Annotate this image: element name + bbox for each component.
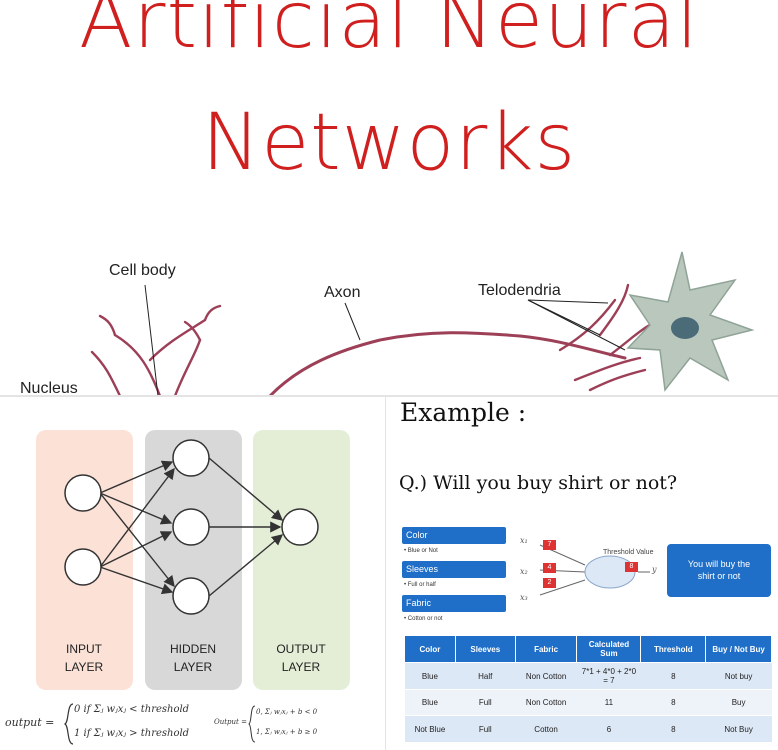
input-layer-label-line2: LAYER xyxy=(64,660,104,674)
table-header-row: Color Sleeves Fabric Calculated Sum Thre… xyxy=(404,635,772,663)
table-cell: Cotton xyxy=(515,715,577,743)
section-divider xyxy=(0,395,778,397)
input-node xyxy=(64,548,102,586)
neuron-illustration xyxy=(90,251,755,396)
table-cell: Not buy xyxy=(705,662,772,690)
cell-body-label: Cell body xyxy=(109,262,176,279)
threshold-badge: 8 xyxy=(625,562,638,572)
perceptron-diagram xyxy=(539,544,650,596)
feature-color-note: • Blue or Not xyxy=(404,548,438,554)
hidden-layer-label-line2: LAYER xyxy=(173,660,213,674)
formula-case-1: 0 if Σⱼ wⱼxⱼ < threshold xyxy=(74,704,190,715)
table-row: Blue Full Non Cotton 11 8 Buy xyxy=(404,689,772,716)
weight-badge-2: 4 xyxy=(543,563,556,573)
column-divider xyxy=(385,395,386,750)
hidden-node xyxy=(172,439,210,477)
table-row: Not Blue Full Cotton 6 8 Not Buy xyxy=(404,715,772,743)
hidden-node xyxy=(172,577,210,615)
input-layer-label-line1: INPUT xyxy=(66,642,102,656)
x3-label: x₃ xyxy=(520,593,528,602)
y-label: y xyxy=(652,565,657,574)
telodendria-label: Telodendria xyxy=(478,282,561,299)
weight-badge-1: 7 xyxy=(543,540,556,550)
axon-label: Axon xyxy=(324,284,361,301)
feature-sleeves-box: Sleeves xyxy=(402,561,506,578)
x1-label: x₁ xyxy=(520,536,528,545)
table-header: Sleeves xyxy=(454,635,516,663)
hidden-layer-label-line1: HIDDEN xyxy=(169,642,216,656)
network-diagram xyxy=(64,439,319,615)
output-node xyxy=(281,508,319,546)
x2-label: x₂ xyxy=(520,567,528,576)
table-cell: Not Buy xyxy=(705,715,772,743)
output-layer-label: OUTPUT LAYER xyxy=(246,640,356,676)
table-cell: Non Cotton xyxy=(515,689,577,716)
perceptron-node xyxy=(584,555,636,589)
formula-brace xyxy=(64,703,74,745)
table-header: Color xyxy=(404,635,456,663)
formula-case-4: 1, Σⱼ wⱼxⱼ + b ≥ 0 xyxy=(256,728,318,736)
table-cell: Not Blue xyxy=(404,715,456,743)
feature-fabric-note: • Cotton or not xyxy=(404,616,443,622)
table-cell: Non Cotton xyxy=(515,662,577,690)
connection xyxy=(99,460,174,494)
example-title: Example : xyxy=(400,398,527,427)
dendrite xyxy=(113,333,162,396)
formula-lhs: output = xyxy=(5,716,55,729)
result-line-1: You will buy the xyxy=(687,559,751,569)
table-cell: Blue xyxy=(404,662,456,690)
table-header: Fabric xyxy=(514,635,578,663)
table-cell: 11 xyxy=(576,689,641,716)
output-layer-label-line2: LAYER xyxy=(281,660,321,674)
table-cell: 8 xyxy=(640,689,706,716)
table-header: Threshold xyxy=(640,635,707,663)
table-header: Buy / Not Buy xyxy=(705,635,772,663)
table-cell: 8 xyxy=(640,662,706,690)
output-layer-column xyxy=(253,430,350,690)
result-box: You will buy the shirt or not xyxy=(667,544,771,597)
table-header: Calculated Sum xyxy=(576,635,642,663)
table-row: Blue Half Non Cotton 7*1 + 4*0 + 2*0 = 7… xyxy=(404,662,772,690)
input-node xyxy=(64,474,102,512)
nucleus-label: Nucleus xyxy=(20,380,78,395)
formula-case-2: 1 if Σⱼ wⱼxⱼ > threshold xyxy=(74,728,190,739)
output-layer-label-line1: OUTPUT xyxy=(276,642,326,656)
table-cell: 6 xyxy=(576,715,641,743)
formula-case-3: 0, Σⱼ wⱼxⱼ + b < 0 xyxy=(256,708,318,716)
table-cell: Full xyxy=(455,689,516,716)
table-cell: 7*1 + 4*0 + 2*0 = 7 xyxy=(576,662,641,690)
feature-fabric-box: Fabric xyxy=(402,595,506,612)
axon-path xyxy=(268,331,627,396)
feature-color-box: Color xyxy=(402,527,506,544)
example-question: Q.) Will you buy shirt or not? xyxy=(399,472,678,494)
feature-sleeves-note: • Full or half xyxy=(404,582,436,588)
table-cell: Buy xyxy=(705,689,772,716)
nucleus-shape xyxy=(671,317,699,339)
formula-lhs-2: Output = xyxy=(214,718,247,726)
hidden-layer-label: HIDDEN LAYER xyxy=(138,640,248,676)
title-line-2: Networks xyxy=(201,98,577,188)
hidden-node xyxy=(172,508,210,546)
threshold-label: Threshold Value xyxy=(603,549,654,556)
title-line-1: Artificial Neural xyxy=(79,0,699,66)
formula-brace-2 xyxy=(248,705,256,743)
table-cell: Full xyxy=(455,715,516,743)
table-cell: 8 xyxy=(640,715,706,743)
table-cell: Half xyxy=(455,662,516,690)
input-layer-label: INPUT LAYER xyxy=(29,640,139,676)
weight-badge-3: 2 xyxy=(543,578,556,588)
table-cell: Blue xyxy=(404,689,456,716)
decision-table: Color Sleeves Fabric Calculated Sum Thre… xyxy=(404,635,772,743)
result-line-2: shirt or not xyxy=(697,571,741,581)
cell-body-shape xyxy=(626,251,755,392)
